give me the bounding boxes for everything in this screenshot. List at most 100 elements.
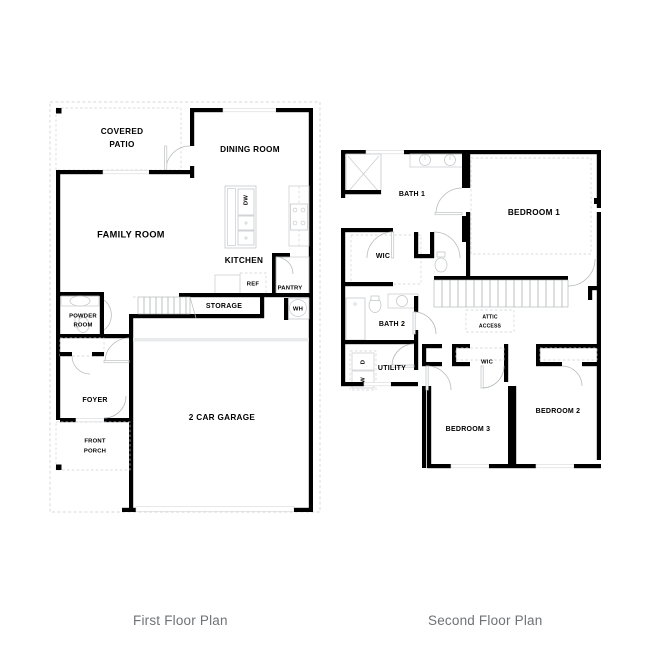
sf-right-wall-1 (596, 150, 601, 208)
burner-3 (292, 220, 298, 226)
bedroom2-bottom-wall-left (512, 464, 536, 469)
left-exterior-wall-upper (56, 170, 61, 294)
room-front-porch: FRONT PORCH (55, 421, 131, 471)
room-label-pantry: PANTRY (278, 286, 303, 292)
room-label-bedroom-1: BEDROOM 1 (508, 208, 560, 217)
front-door-swing (103, 395, 127, 419)
room-foyer: FOYER (60, 395, 130, 423)
wic1-wall-seg (414, 254, 434, 259)
bedroom3-bottom-wall-left (427, 464, 451, 469)
storage-top-wall (179, 293, 313, 298)
bath1-right-wall-lower (462, 216, 467, 242)
utility-bottom-wall-right (391, 382, 418, 387)
wic2-door-leaf (480, 365, 484, 389)
bedroom3-closet-wall-bottom (422, 362, 442, 367)
room-label-powder-line2: ROOM (73, 323, 92, 329)
family-top-wall-left (56, 170, 103, 175)
washer-box (351, 370, 375, 389)
bath1-vanity (409, 153, 467, 168)
sf-stair-run (433, 279, 569, 308)
patio-column (56, 108, 62, 114)
pantry-left-wall (272, 253, 277, 294)
bedroom3-left-wall (427, 386, 432, 468)
stairs-first-floor (133, 296, 197, 319)
wic2-bottom-wall-stub (452, 362, 470, 367)
bath1-bottom-wall (345, 228, 393, 233)
utility-right-wall (414, 344, 419, 370)
wic2-right-wall (504, 344, 509, 382)
room-label-storage: STORAGE (206, 303, 242, 310)
room-label-garage: 2 CAR GARAGE (189, 413, 256, 422)
left-exterior-wall-powder2 (56, 316, 61, 352)
sink-drain-lower (244, 236, 248, 240)
appliance-label-dryer: D (361, 360, 367, 364)
room-garage: 2 CAR GARAGE (133, 338, 309, 422)
water-heater: WH (284, 297, 310, 320)
bath1-window (365, 150, 405, 155)
sf-left-wall-4 (341, 296, 346, 344)
hall-door-swing (433, 231, 461, 259)
second-floor-caption: Second Floor Plan (428, 613, 543, 628)
hall-wall-vert (129, 314, 134, 338)
sf-right-wall-2 (596, 212, 601, 306)
bath2-toilet-tank (370, 295, 380, 301)
front-wall-left (60, 418, 76, 423)
range-box (290, 203, 308, 231)
pantry-door-swing (275, 256, 294, 275)
room-label-dining: DINING ROOM (220, 145, 280, 154)
bedroom2-window (535, 464, 575, 469)
sf-left-wall-1 (341, 150, 346, 190)
garage-door-swing (104, 337, 130, 363)
bath1-door-leaf (434, 212, 463, 216)
room-wic-2: WIC (452, 344, 509, 389)
garage-door (135, 506, 295, 512)
room-label-family: FAMILY ROOM (97, 229, 165, 239)
patio-door-swing (165, 145, 191, 171)
bath2-door-swing (413, 311, 437, 335)
bedroom3-window (450, 464, 490, 469)
porch-column (56, 464, 62, 470)
sf-right-wall-3 (596, 306, 601, 460)
bath2-right-wall-lower (414, 330, 419, 344)
bedroom1-window-mark (594, 198, 598, 204)
wic1-door-swing (366, 231, 394, 259)
bedroom2-closet-wall-top (536, 344, 597, 349)
wic1-pocket-wall (430, 232, 435, 258)
room-family: FAMILY ROOM (97, 229, 165, 239)
room-label-bath-2: BATH 2 (379, 321, 405, 328)
front-door-opening (75, 418, 105, 423)
patio-door-leaf (164, 145, 168, 171)
powder-right-wall (99, 292, 104, 334)
room-bedroom-3: BEDROOM 3 (422, 344, 513, 469)
room-bath-2: BATH 2 (345, 293, 437, 345)
room-covered-patio: COVERED PATIO (55, 107, 182, 171)
garage-door-leaf (103, 360, 130, 364)
shower-pan-lines (347, 155, 380, 193)
bath2-tub (345, 297, 366, 341)
hall-wall-seg (104, 334, 133, 339)
utility-appliance-outline (349, 350, 377, 391)
bedroom3-door-swing (426, 365, 452, 391)
wic1-bottom-wall (345, 282, 393, 287)
wic2-shelf (455, 347, 505, 361)
room-label-foyer: FOYER (82, 397, 107, 404)
bedroom3-left-wall-2 (422, 386, 427, 468)
stairs-second-floor (433, 279, 569, 308)
burner-4 (300, 220, 306, 226)
bath1-right-wall-upper (462, 150, 467, 188)
second-floor-exterior-walls (341, 150, 601, 460)
sf-top-wall-left (341, 150, 366, 155)
right-exterior-wall-upper (308, 108, 313, 294)
bedroom3-right-wall (508, 386, 513, 468)
wic1-door-leaf (391, 231, 395, 259)
storage-bottom-wall (133, 314, 264, 319)
attic-access: ATTIC ACCESS (465, 309, 515, 333)
room-bath-1: BATH 1 (345, 150, 467, 242)
stair-run (137, 296, 191, 315)
room-pantry: PANTRY (272, 253, 310, 295)
left-exterior-wall-foyer (56, 352, 61, 420)
bedroom3-bottom-wall-right (489, 464, 512, 469)
garage-bottom-wall-right (294, 507, 313, 512)
pantry-top-wall (272, 253, 290, 258)
